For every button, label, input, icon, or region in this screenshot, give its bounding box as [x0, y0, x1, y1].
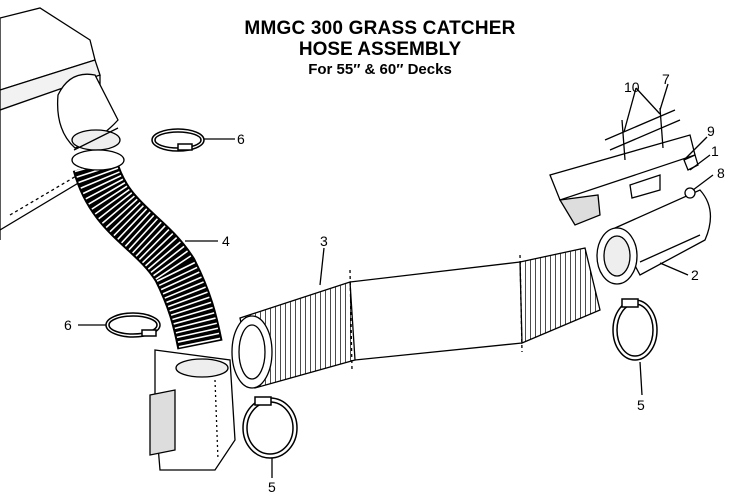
callout-5-right: 5 — [637, 397, 645, 413]
adapter-tube-2 — [596, 189, 712, 285]
title-line-2: HOSE ASSEMBLY — [298, 39, 462, 61]
callout-leaders — [78, 83, 714, 478]
callout-3: 3 — [320, 233, 328, 249]
callout-6-top: 6 — [237, 131, 245, 147]
clamp-6-left — [105, 312, 161, 338]
clamp-5-right — [612, 298, 658, 361]
callout-4: 4 — [222, 233, 230, 249]
top-elbow-outlet — [56, 73, 121, 151]
hose-4 — [71, 149, 223, 350]
mounting-bracket — [549, 107, 699, 226]
clamp-5-bottom — [242, 396, 298, 459]
callout-7: 7 — [662, 71, 670, 87]
callout-8: 8 — [717, 165, 725, 181]
callout-6-left: 6 — [64, 317, 72, 333]
clamp-6-top — [151, 128, 205, 152]
hose-3 — [231, 247, 601, 389]
diagram-title: MMGC 300 GRASS CATCHER HOSE ASSEMBLY For… — [190, 18, 570, 78]
lower-chute-adapter — [149, 349, 236, 471]
title-line-3: For 55″ & 60″ Decks — [308, 60, 452, 78]
callout-10: 10 — [624, 79, 640, 95]
callout-9: 9 — [707, 123, 715, 139]
mower-deck-housing — [0, 7, 101, 240]
callout-2: 2 — [691, 267, 699, 283]
callout-5-bottom: 5 — [268, 479, 276, 495]
title-line-1: MMGC 300 GRASS CATCHER — [244, 18, 516, 39]
callout-1: 1 — [711, 143, 719, 159]
